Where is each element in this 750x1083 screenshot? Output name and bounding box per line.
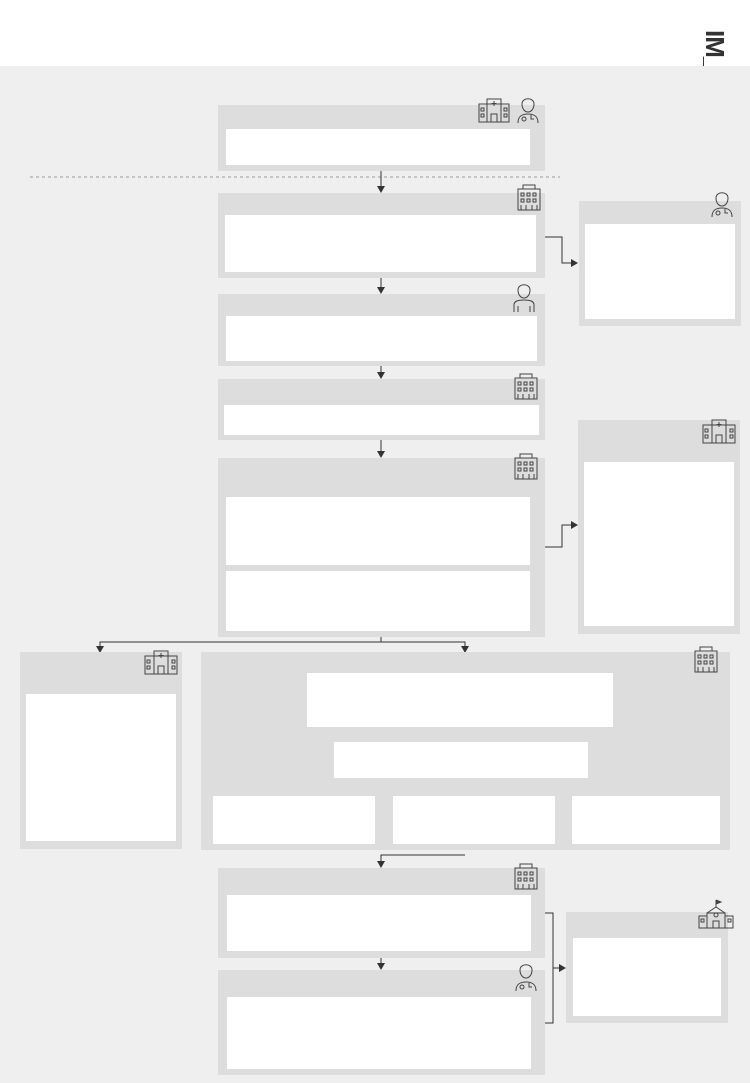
hospital-icon [478, 98, 510, 123]
side-box-1 [579, 201, 741, 326]
step-box-4-content [224, 405, 539, 435]
left-box [20, 652, 182, 849]
middle-sub-box-1 [213, 796, 375, 844]
arrow-to-lower [377, 854, 465, 868]
building-icon [514, 863, 538, 890]
step-box-1 [218, 105, 545, 171]
building-icon [514, 373, 538, 400]
step-box-5-content-a [226, 497, 530, 565]
middle-box-content-mid [334, 742, 588, 778]
step-box-2-content [225, 215, 536, 272]
school-icon [698, 899, 734, 929]
side-box-2-content [584, 462, 734, 626]
lower-box-2 [218, 970, 545, 1075]
lower-box-1 [218, 868, 545, 958]
step-box-3-content [226, 316, 537, 361]
left-box-content [26, 694, 176, 841]
school-box [566, 912, 728, 1023]
lower-box-2-content [227, 997, 531, 1069]
lower-box-1-content [227, 895, 531, 951]
step-box-2 [218, 193, 545, 278]
bracket-lower [545, 912, 554, 1024]
step-box-1-content [226, 129, 530, 165]
building-icon [517, 184, 541, 211]
step-box-4 [218, 379, 545, 440]
building-icon [694, 646, 718, 673]
middle-sub-box-2 [393, 796, 555, 844]
branch-arrow-right-2 [545, 521, 578, 548]
step-box-5 [218, 458, 545, 637]
side-box-1-content [585, 224, 735, 319]
branch-arrow-right-1 [545, 236, 578, 267]
hospital-icon [144, 650, 178, 675]
middle-box [201, 652, 730, 850]
middle-box-content-top [307, 673, 613, 727]
middle-sub-box-3 [572, 796, 720, 844]
step-box-3 [218, 294, 545, 366]
school-box-content [573, 938, 721, 1016]
side-box-2 [578, 420, 740, 634]
step-box-5-content-b [226, 571, 530, 631]
building-icon [514, 453, 538, 480]
doctor-icon [711, 192, 733, 218]
doctor-icon [517, 98, 539, 124]
doctor-icon [515, 964, 537, 992]
hospital-icon [702, 419, 736, 444]
person-icon [513, 284, 535, 312]
